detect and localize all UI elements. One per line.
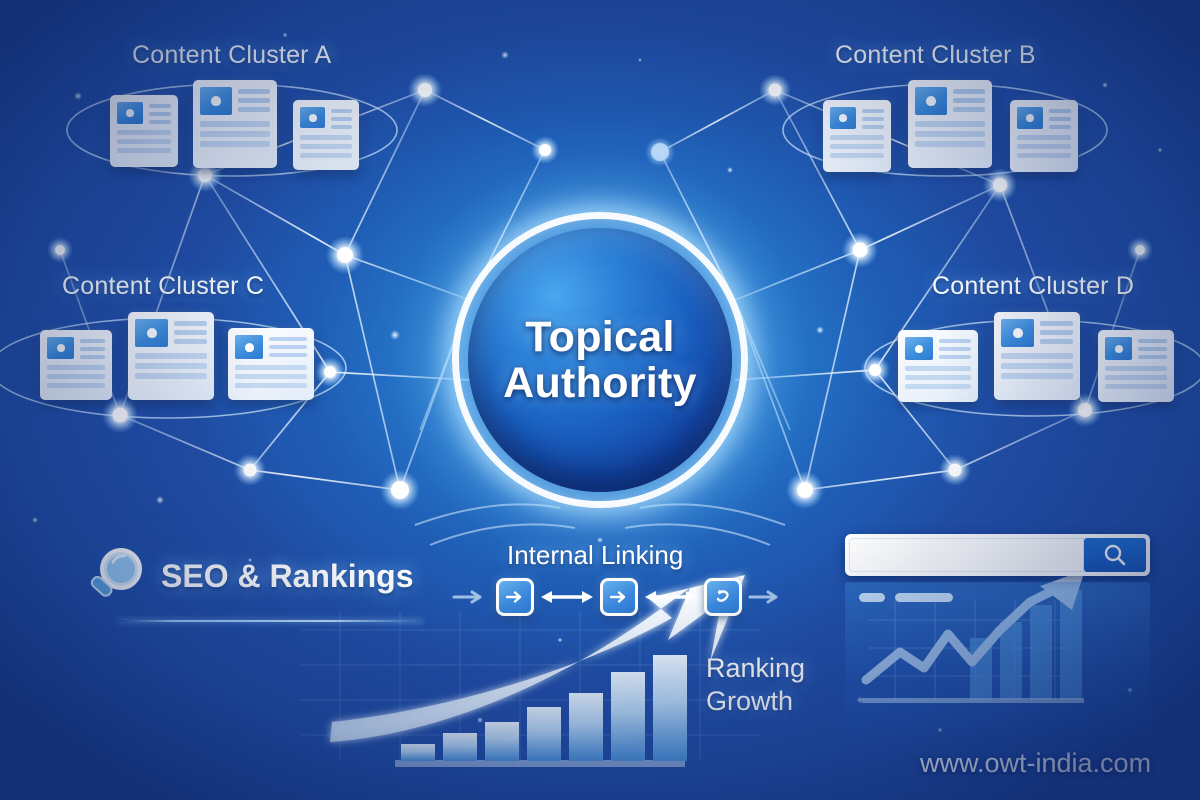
- search-input[interactable]: [849, 538, 1084, 572]
- cluster-b-card-3[interactable]: [1010, 100, 1078, 172]
- hub-title-line1: Topical: [525, 312, 675, 361]
- bidirectional-arrow-1: [534, 588, 600, 606]
- arrow-right-icon: [748, 590, 778, 604]
- panel-chip-1: [859, 593, 885, 602]
- cluster-d-card-2[interactable]: [994, 312, 1080, 400]
- cluster-label-c: Content Cluster C: [62, 272, 265, 300]
- ranking-growth-line1: Ranking: [706, 653, 806, 683]
- cluster-label-a: Content Cluster A: [132, 41, 332, 69]
- hub-inner-circle: Topical Authority: [468, 228, 732, 492]
- hub-title: Topical Authority: [503, 312, 697, 407]
- ranking-growth-line2: Growth: [706, 685, 794, 716]
- seo-underline: [118, 620, 423, 622]
- bidirectional-arrow-2: [638, 588, 704, 606]
- cluster-label-b: Content Cluster B: [835, 41, 1036, 69]
- arrow-right-icon: [452, 590, 482, 604]
- search-icon: [1104, 544, 1126, 566]
- cluster-b-card-1[interactable]: [823, 100, 891, 172]
- background-grid: [300, 612, 760, 760]
- search-button[interactable]: [1084, 538, 1146, 572]
- arrow-right-icon: [609, 591, 626, 603]
- dashboard-panel: [845, 582, 1150, 734]
- link-loop-icon: [716, 589, 729, 602]
- link-box-3[interactable]: [704, 578, 742, 616]
- cluster-label-d: Content Cluster D: [932, 272, 1135, 300]
- cluster-b-card-2[interactable]: [908, 80, 992, 168]
- link-box-2[interactable]: [600, 578, 638, 616]
- bidirectional-arrow-icon: [541, 591, 593, 603]
- site-url: www.owt-india.com: [920, 748, 1152, 778]
- magnifier-icon: [90, 548, 142, 597]
- internal-linking-chain: [452, 578, 788, 616]
- cluster-c-card-1[interactable]: [40, 330, 112, 400]
- topical-authority-hub: Topical Authority: [390, 150, 810, 570]
- cluster-c-card-2[interactable]: [128, 312, 214, 400]
- seo-rankings-block: SEO & Rankings: [85, 545, 414, 607]
- cluster-c-card-3[interactable]: [228, 328, 314, 400]
- hub-title-line2: Authority: [503, 359, 697, 407]
- cluster-a-card-3[interactable]: [293, 100, 359, 170]
- cluster-d-card-3[interactable]: [1098, 330, 1174, 402]
- search-dashboard: [845, 534, 1150, 734]
- bidirectional-arrow-icon: [645, 591, 697, 603]
- cluster-a-card-2[interactable]: [193, 80, 277, 168]
- cluster-d-card-1[interactable]: [898, 330, 978, 402]
- search-bar[interactable]: [845, 534, 1150, 576]
- panel-chip-2: [895, 593, 953, 602]
- arrow-right-icon: [505, 591, 522, 603]
- internal-linking-label: Internal Linking: [507, 540, 684, 570]
- link-box-1[interactable]: [496, 578, 534, 616]
- seo-rankings-label: SEO & Rankings: [161, 557, 414, 594]
- ranking-growth-label: Ranking Growth: [706, 652, 805, 718]
- growth-bar-chart: [395, 655, 687, 767]
- cluster-a-card-1[interactable]: [110, 95, 178, 167]
